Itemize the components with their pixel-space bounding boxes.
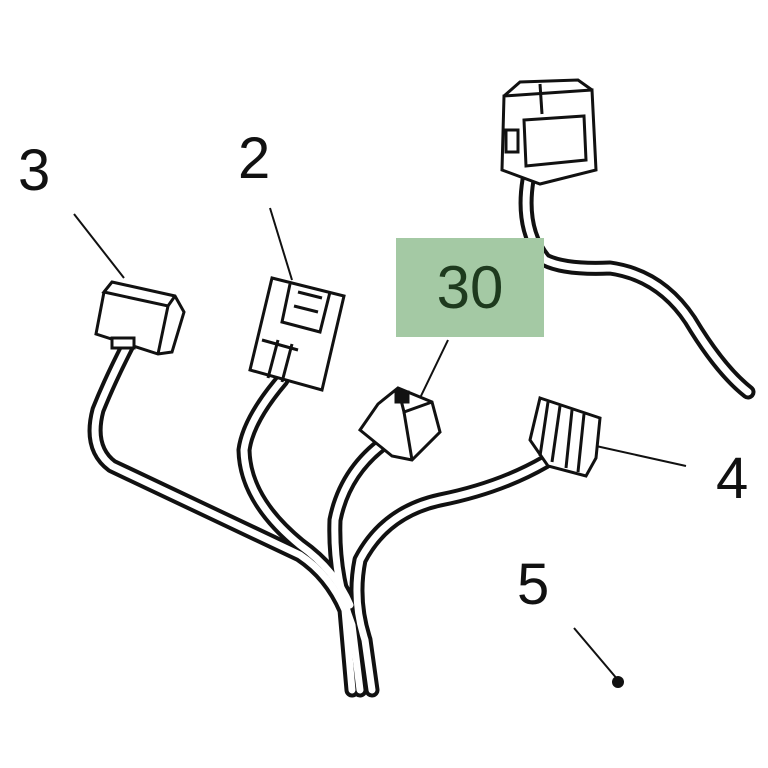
connector-part-4 [528, 396, 602, 478]
callout-label-3: 3 [18, 138, 51, 203]
callout-highlight-30: 30 [396, 238, 544, 337]
leader-part-30 [419, 339, 449, 399]
callout-label-30: 30 [436, 253, 504, 321]
callout-label-2: 2 [238, 126, 271, 191]
leader-part-5 [573, 627, 619, 681]
connector-part-30 [357, 386, 442, 462]
callout-label-4: 4 [716, 446, 749, 511]
connector-part-2 [248, 276, 346, 392]
leader-part-2 [269, 207, 293, 281]
leader-part-4 [595, 445, 687, 467]
leader-lines [73, 207, 687, 681]
part-5-point [612, 676, 624, 688]
leader-part-3 [73, 213, 125, 279]
connector-upper-right [500, 78, 598, 186]
callout-label-5: 5 [517, 552, 550, 617]
connector-part-3 [94, 280, 186, 356]
